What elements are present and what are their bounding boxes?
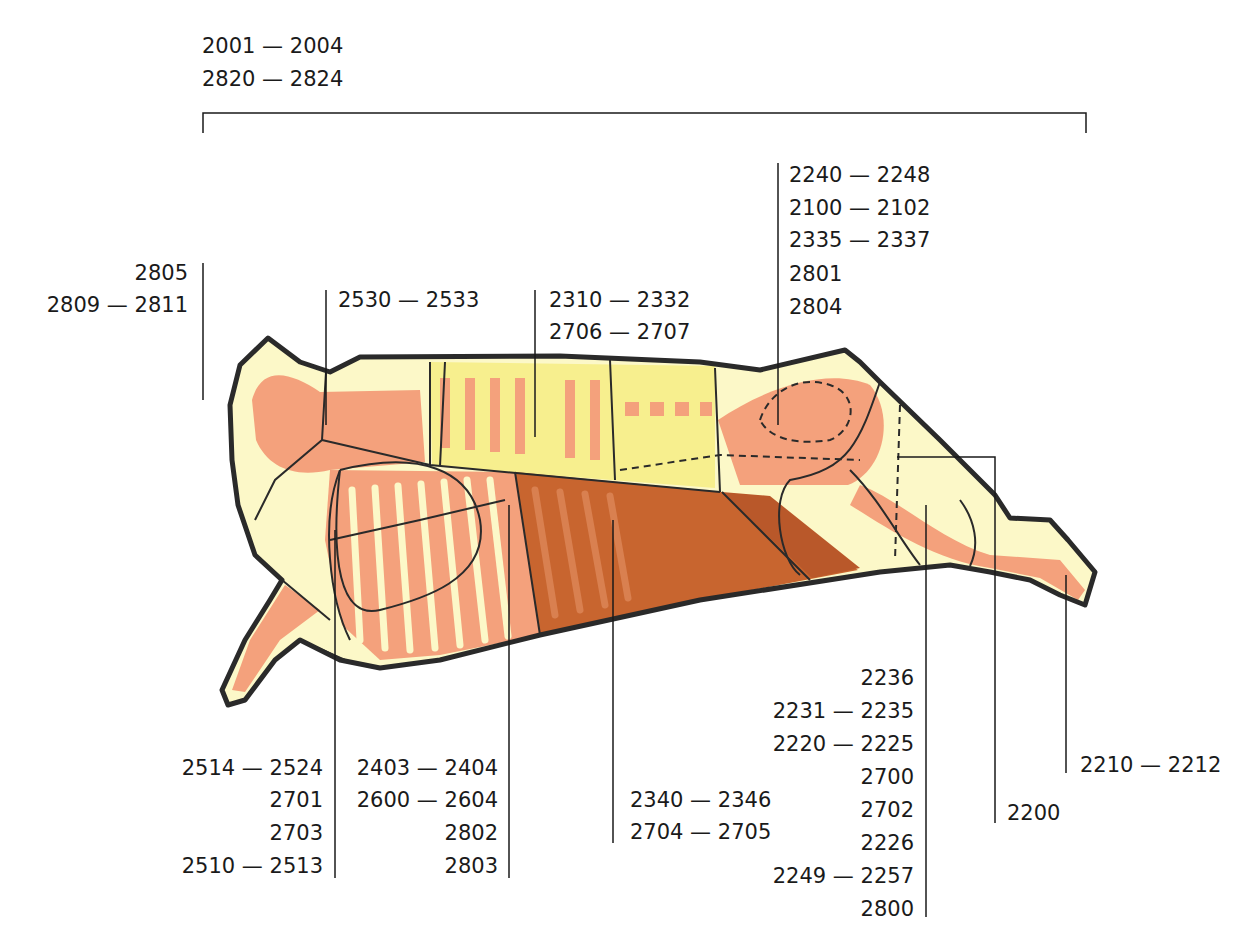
belly-ribs <box>535 490 628 615</box>
carcass-fat <box>222 338 1095 705</box>
callout-number: 2335 — 2337 <box>789 224 930 256</box>
rib <box>560 492 580 610</box>
callout-number: 2510 — 2513 <box>182 850 323 882</box>
vertebra <box>465 378 475 450</box>
cut-line <box>329 470 350 640</box>
vertebrae <box>440 378 712 460</box>
callout-number: 2820 — 2824 <box>202 63 343 95</box>
callout-number: 2706 — 2707 <box>549 316 690 348</box>
callout-number: 2226 <box>861 827 914 859</box>
leader-line <box>325 290 327 425</box>
leg-bone <box>850 485 1085 600</box>
vertebra <box>490 378 500 452</box>
rib <box>352 490 360 640</box>
dashed-cut-line <box>620 455 860 470</box>
ham-meat <box>718 378 884 485</box>
cut-line <box>850 470 920 565</box>
cut-line <box>330 500 505 540</box>
leader-line <box>534 290 536 437</box>
cut-line <box>610 360 720 492</box>
vertebra <box>565 380 575 458</box>
callout-number: 2231 — 2235 <box>773 695 914 727</box>
callout-number: 2805 <box>135 257 188 289</box>
callout-number: 2210 — 2212 <box>1080 749 1221 781</box>
cut-line <box>336 462 481 611</box>
leader-line <box>777 163 779 425</box>
cut-line <box>430 362 445 466</box>
callout-number: 2249 — 2257 <box>773 860 914 892</box>
callout-number: 2530 — 2533 <box>338 284 479 316</box>
callout-number: 2220 — 2225 <box>773 728 914 760</box>
callout-number: 2809 — 2811 <box>47 289 188 321</box>
callout-number: 2100 — 2102 <box>789 192 930 224</box>
carcass <box>222 338 1095 705</box>
bracket <box>203 113 1086 133</box>
callout-number: 2340 — 2346 <box>630 784 771 816</box>
callout-number: 2802 <box>445 817 498 849</box>
leader-line <box>612 520 614 843</box>
callout-number: 2704 — 2705 <box>630 816 771 848</box>
vertebra <box>650 402 664 416</box>
callout-number: 2803 <box>445 850 498 882</box>
dashed-cut-line <box>895 405 900 560</box>
rib <box>421 484 435 648</box>
vertebra <box>625 402 639 416</box>
cut-line <box>960 500 975 566</box>
callout-number: 2804 <box>789 291 842 323</box>
rib <box>535 490 555 615</box>
rib <box>585 494 605 605</box>
rib <box>444 482 460 645</box>
callout-number: 2800 <box>861 893 914 925</box>
cut-line <box>255 372 326 520</box>
callout-number: 2200 <box>1007 797 1060 829</box>
callout-number: 2403 — 2404 <box>357 752 498 784</box>
callout-number: 2310 — 2332 <box>549 284 690 316</box>
callout-number: 2801 <box>789 258 842 290</box>
leader-line <box>1065 575 1067 773</box>
callout-number: 2700 <box>861 761 914 793</box>
callout-number: 2703 <box>270 817 323 849</box>
carcass-outline <box>222 338 1095 705</box>
callout-number: 2702 <box>861 794 914 826</box>
callout-number: 2240 — 2248 <box>789 159 930 191</box>
dashed-cut-line <box>760 382 851 442</box>
cut-line <box>779 382 880 575</box>
rib <box>398 486 410 650</box>
vertebra <box>675 402 689 416</box>
leader-line <box>334 530 336 878</box>
vertebra <box>515 378 525 454</box>
callout-number: 2514 — 2524 <box>182 752 323 784</box>
leader-line <box>202 263 204 400</box>
leader-line <box>925 505 927 917</box>
cut-line <box>322 440 720 492</box>
rib-meat <box>325 470 540 660</box>
callout-number: 2600 — 2604 <box>357 784 498 816</box>
callout-number: 2001 — 2004 <box>202 30 343 62</box>
callout-number: 2701 <box>270 784 323 816</box>
vertebra <box>590 380 600 460</box>
leader-line <box>508 505 510 878</box>
rib <box>375 488 385 648</box>
dashed-cut-lines <box>620 382 900 560</box>
vertebra <box>700 402 712 416</box>
callout-number: 2236 <box>861 662 914 694</box>
cut-line <box>515 472 540 635</box>
leader-lines <box>203 113 1086 917</box>
cut-line <box>722 492 810 580</box>
cut-lines <box>255 360 975 660</box>
